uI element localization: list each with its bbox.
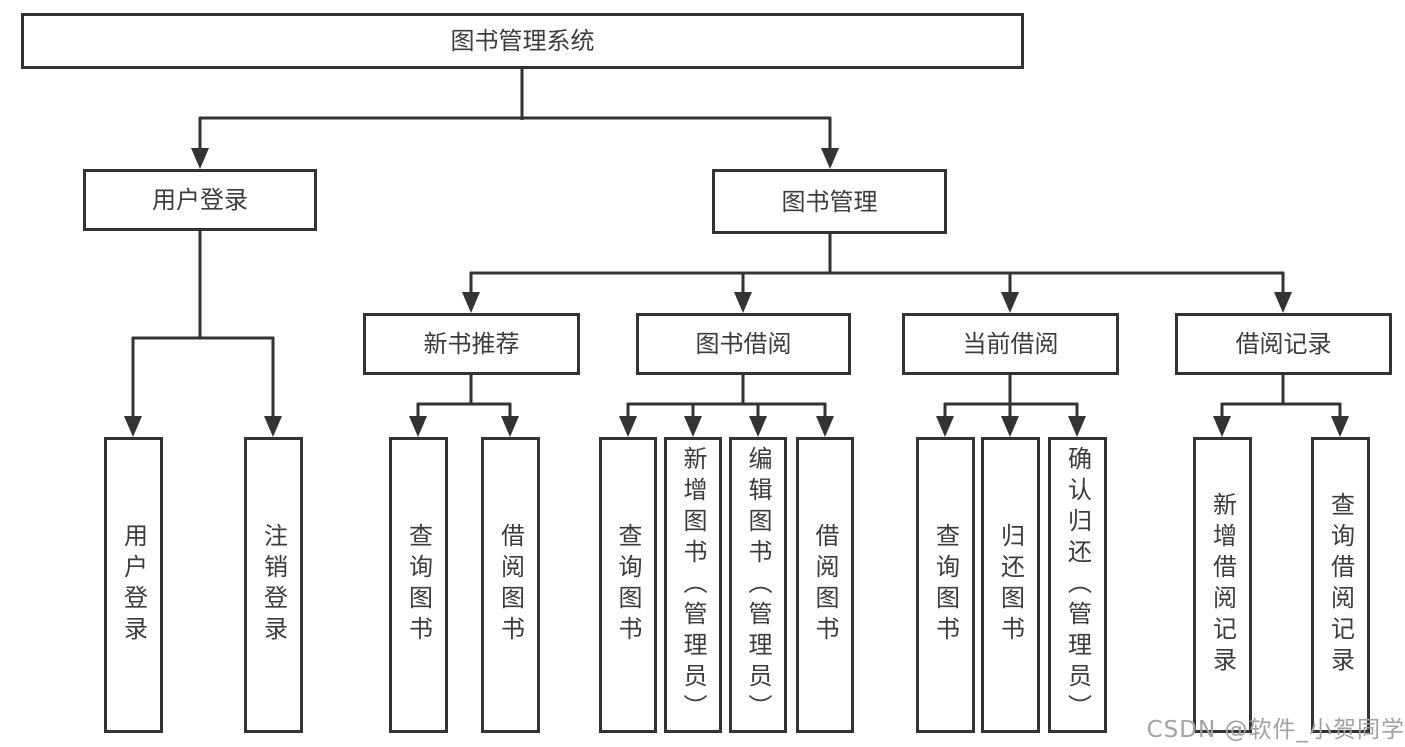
arrowhead xyxy=(734,292,752,313)
arrowhead xyxy=(1213,416,1231,437)
node-label: 确认归还（管理员） xyxy=(1063,445,1092,725)
watermark: CSDN @软件_小贺同学 xyxy=(1146,717,1405,743)
arrowhead xyxy=(191,148,209,169)
node-label: 新增图书（管理员） xyxy=(679,445,707,725)
node-label: 编辑图书（管理员） xyxy=(744,445,772,725)
node-label: 借阅图书 xyxy=(496,523,525,647)
arrowhead xyxy=(821,148,839,169)
leaf-recommend-query-books: 查询图书 xyxy=(389,437,448,733)
arrowhead xyxy=(684,416,702,437)
arrowhead xyxy=(124,416,142,437)
node-label: 图书管理系统 xyxy=(450,27,595,55)
node-root-system: 图书管理系统 xyxy=(21,13,1024,69)
node-label: 新书推荐 xyxy=(423,330,520,358)
arrowhead xyxy=(619,416,637,437)
arrowhead xyxy=(1001,292,1019,313)
leaf-borrow-query-books: 查询图书 xyxy=(599,437,657,733)
node-new-book-recommend: 新书推荐 xyxy=(363,313,580,375)
leaf-records-query-record: 查询借阅记录 xyxy=(1311,437,1370,733)
node-book-borrow: 图书借阅 xyxy=(636,313,851,375)
leaf-current-return-books: 归还图书 xyxy=(981,437,1040,733)
node-current-borrow: 当前借阅 xyxy=(902,313,1119,375)
arrowhead xyxy=(749,416,767,437)
arrowhead xyxy=(409,416,427,437)
node-label: 用户登录 xyxy=(152,186,248,214)
leaf-recommend-borrow-books: 借阅图书 xyxy=(481,437,540,733)
leaf-records-add-record: 新增借阅记录 xyxy=(1193,437,1252,733)
arrowhead xyxy=(816,416,834,437)
arrowhead xyxy=(462,292,480,313)
node-label: 查询图书 xyxy=(614,523,642,647)
leaf-current-confirm-return-admin: 确认归还（管理员） xyxy=(1048,437,1107,733)
node-label: 查询图书 xyxy=(404,523,433,647)
node-label: 注销登录 xyxy=(259,523,288,647)
node-label: 查询图书 xyxy=(931,523,960,647)
node-label: 查询借阅记录 xyxy=(1326,492,1355,678)
node-label: 当前借阅 xyxy=(962,330,1059,358)
node-book-management: 图书管理 xyxy=(712,169,947,234)
node-label: 新增借阅记录 xyxy=(1208,492,1237,678)
node-borrow-records: 借阅记录 xyxy=(1175,313,1392,375)
node-label: 归还图书 xyxy=(996,523,1025,647)
leaf-current-query-books: 查询图书 xyxy=(916,437,975,733)
arrowhead xyxy=(1274,292,1292,313)
node-label: 图书借阅 xyxy=(695,330,792,358)
arrowhead xyxy=(264,416,282,437)
leaf-borrow-add-books-admin: 新增图书（管理员） xyxy=(664,437,722,733)
leaf-user-login: 用户登录 xyxy=(104,437,163,733)
node-label: 用户登录 xyxy=(119,523,148,647)
leaf-logout: 注销登录 xyxy=(244,437,303,733)
arrowhead xyxy=(936,416,954,437)
arrowhead xyxy=(1068,416,1086,437)
arrowhead xyxy=(1331,416,1349,437)
arrowhead xyxy=(1001,416,1019,437)
node-label: 图书管理 xyxy=(781,187,878,216)
node-user-login: 用户登录 xyxy=(83,169,317,231)
arrowhead xyxy=(501,416,519,437)
leaf-borrow-borrow-books: 借阅图书 xyxy=(796,437,854,733)
leaf-borrow-edit-books-admin: 编辑图书（管理员） xyxy=(729,437,787,733)
node-label: 借阅图书 xyxy=(811,523,839,647)
node-label: 借阅记录 xyxy=(1235,330,1332,358)
